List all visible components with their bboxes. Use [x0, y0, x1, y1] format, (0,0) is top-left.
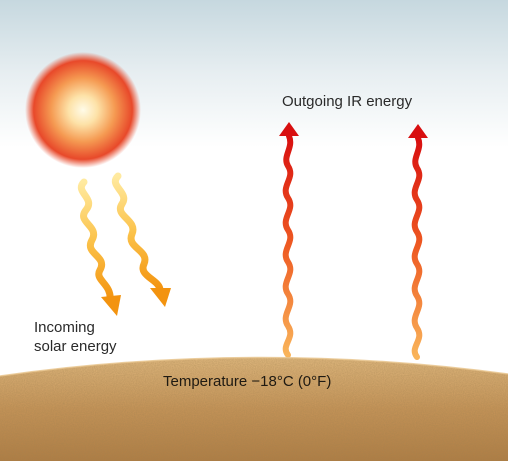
incoming-solar-arrows	[78, 172, 171, 316]
outgoing-arrow-2	[411, 135, 423, 360]
outgoing-arrowhead-1	[279, 122, 299, 136]
incoming-label-line2: solar energy	[34, 338, 117, 355]
incoming-solar-label: Incoming solar energy	[34, 318, 117, 356]
sun-icon	[25, 52, 141, 168]
earth-surface	[0, 356, 508, 461]
incoming-arrowhead-1	[101, 295, 121, 316]
incoming-arrow-1	[78, 178, 114, 304]
outgoing-ir-arrows	[279, 122, 428, 360]
outgoing-arrow-1	[282, 133, 294, 358]
incoming-label-line1: Incoming	[34, 319, 95, 336]
outgoing-ir-label: Outgoing IR energy	[282, 93, 413, 110]
incoming-arrow-2	[112, 172, 164, 294]
temperature-label: Temperature −18°C (0°F)	[163, 373, 332, 390]
outgoing-arrowhead-2	[408, 124, 428, 138]
incoming-arrowhead-2	[150, 288, 171, 307]
